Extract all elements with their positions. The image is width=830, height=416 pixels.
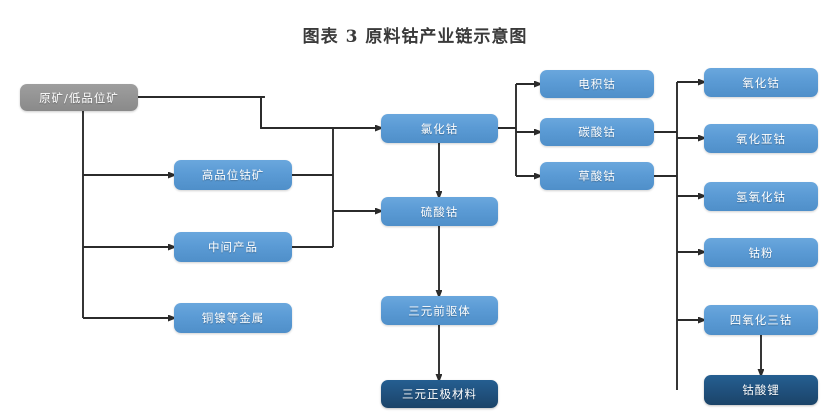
node-ternary-precursor[interactable]: 三元前驱体 <box>381 296 498 325</box>
node-tricobalt-tetraoxide[interactable]: 四氧化三钴 <box>704 305 818 335</box>
node-cobalt-oxide[interactable]: 氧化钴 <box>704 68 818 97</box>
node-cobalt-sulfate[interactable]: 硫酸钴 <box>381 197 498 226</box>
node-cobalt-powder[interactable]: 钴粉 <box>704 238 818 267</box>
node-cobalt-hydroxide[interactable]: 氢氧化钴 <box>704 182 818 211</box>
node-electrodeposited-cobalt[interactable]: 电积钴 <box>540 70 654 98</box>
node-cobaltous-oxide[interactable]: 氧化亚钴 <box>704 124 818 153</box>
node-cobalt-chloride[interactable]: 氯化钴 <box>381 114 498 143</box>
node-ternary-cathode-material[interactable]: 三元正极材料 <box>381 380 498 408</box>
node-copper-nickel-metal[interactable]: 铜镍等金属 <box>174 303 292 333</box>
chart-title: 图表 3 原料钴产业链示意图 <box>302 27 528 47</box>
node-ore[interactable]: 原矿/低品位矿 <box>20 84 138 111</box>
node-cobalt-carbonate[interactable]: 碳酸钴 <box>540 118 654 146</box>
node-intermediate-product[interactable]: 中间产品 <box>174 232 292 262</box>
node-cobalt-oxalate[interactable]: 草酸钴 <box>540 162 654 190</box>
node-high-grade-ore[interactable]: 高品位钴矿 <box>174 160 292 190</box>
node-lithium-cobaltate[interactable]: 钴酸锂 <box>704 375 818 405</box>
